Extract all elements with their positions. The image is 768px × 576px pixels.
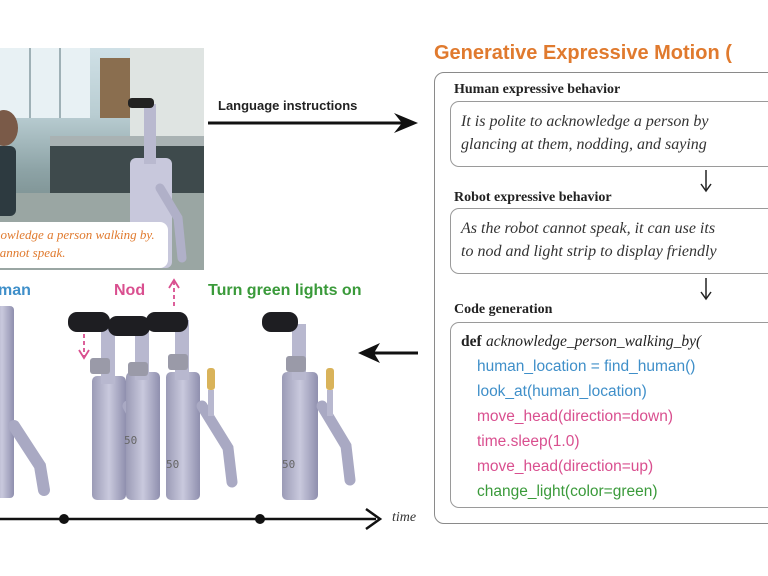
robot-sequence: 50 50 50	[0, 278, 383, 531]
person-head	[0, 110, 18, 146]
nod-arrows	[78, 278, 180, 360]
code-line: time.sleep(1.0)	[477, 433, 580, 450]
counter-top	[50, 136, 204, 146]
code-line: change_light(color=green)	[477, 483, 658, 500]
caption-line-2: cannot speak.	[0, 245, 66, 260]
photo-caption: nowledge a person walking by. cannot spe…	[0, 222, 168, 268]
robot-look	[0, 306, 50, 498]
code-line: look_at(human_location)	[477, 383, 647, 400]
back-wall	[130, 48, 204, 138]
robot-behavior-box: As the robot cannot speak, it can use it…	[450, 208, 768, 274]
step-label-nod: Nod	[114, 282, 146, 299]
code-line: human_location = find_human()	[477, 358, 696, 375]
robot-number: 50	[166, 458, 179, 471]
human-behavior-line-2: glancing at them, nodding, and saying	[461, 136, 707, 153]
timeline-label: time	[392, 510, 417, 525]
def-keyword: def	[461, 333, 482, 350]
robot-arm	[155, 183, 187, 263]
caption-line-1: nowledge a person walking by.	[0, 227, 155, 242]
step-label-look: man	[0, 282, 31, 299]
timeline-dot	[59, 514, 69, 524]
step-label-lights: Turn green lights on	[208, 282, 362, 299]
robot-behavior-title: Robot expressive behavior	[454, 190, 612, 205]
robot-number: 50	[124, 434, 137, 447]
human-behavior-box: It is polite to acknowledge a person by …	[450, 101, 768, 167]
timeline-dot	[255, 514, 265, 524]
code-line: move_head(direction=down)	[477, 408, 674, 425]
code-box: def acknowledge_person_walking_by( human…	[450, 322, 768, 508]
down-arrow-icon	[700, 278, 712, 301]
human-behavior-line-1: It is polite to acknowledge a person by	[461, 113, 709, 130]
counter	[50, 143, 204, 193]
robot-nod-2	[108, 316, 160, 500]
code-line: move_head(direction=up)	[477, 458, 654, 475]
code-generation-title: Code generation	[454, 302, 553, 317]
person-body	[0, 146, 16, 216]
robot-photo	[0, 48, 204, 270]
window	[0, 48, 90, 118]
wood-panel	[100, 58, 130, 118]
function-name: acknowledge_person_walking_by(	[485, 333, 702, 350]
robot-number: 50	[282, 458, 295, 471]
human-behavior-title: Human expressive behavior	[454, 82, 621, 97]
page-title: Generative Expressive Motion (	[434, 42, 732, 64]
language-instructions-label: Language instructions	[218, 98, 358, 113]
robot-head	[128, 98, 154, 108]
down-arrow-icon	[700, 170, 712, 193]
timeline	[0, 507, 383, 531]
robot-behavior-line-1: As the robot cannot speak, it can use it…	[461, 220, 716, 237]
robot-nod-3	[146, 312, 238, 500]
robot-lights	[262, 312, 356, 500]
robot-behavior-line-2: to nod and light strip to display friend…	[461, 243, 717, 260]
code-def-line: def acknowledge_person_walking_by(	[461, 329, 768, 354]
right-arrow-icon	[208, 113, 418, 133]
robot-neck	[144, 104, 156, 164]
left-arrow-icon	[358, 343, 418, 363]
